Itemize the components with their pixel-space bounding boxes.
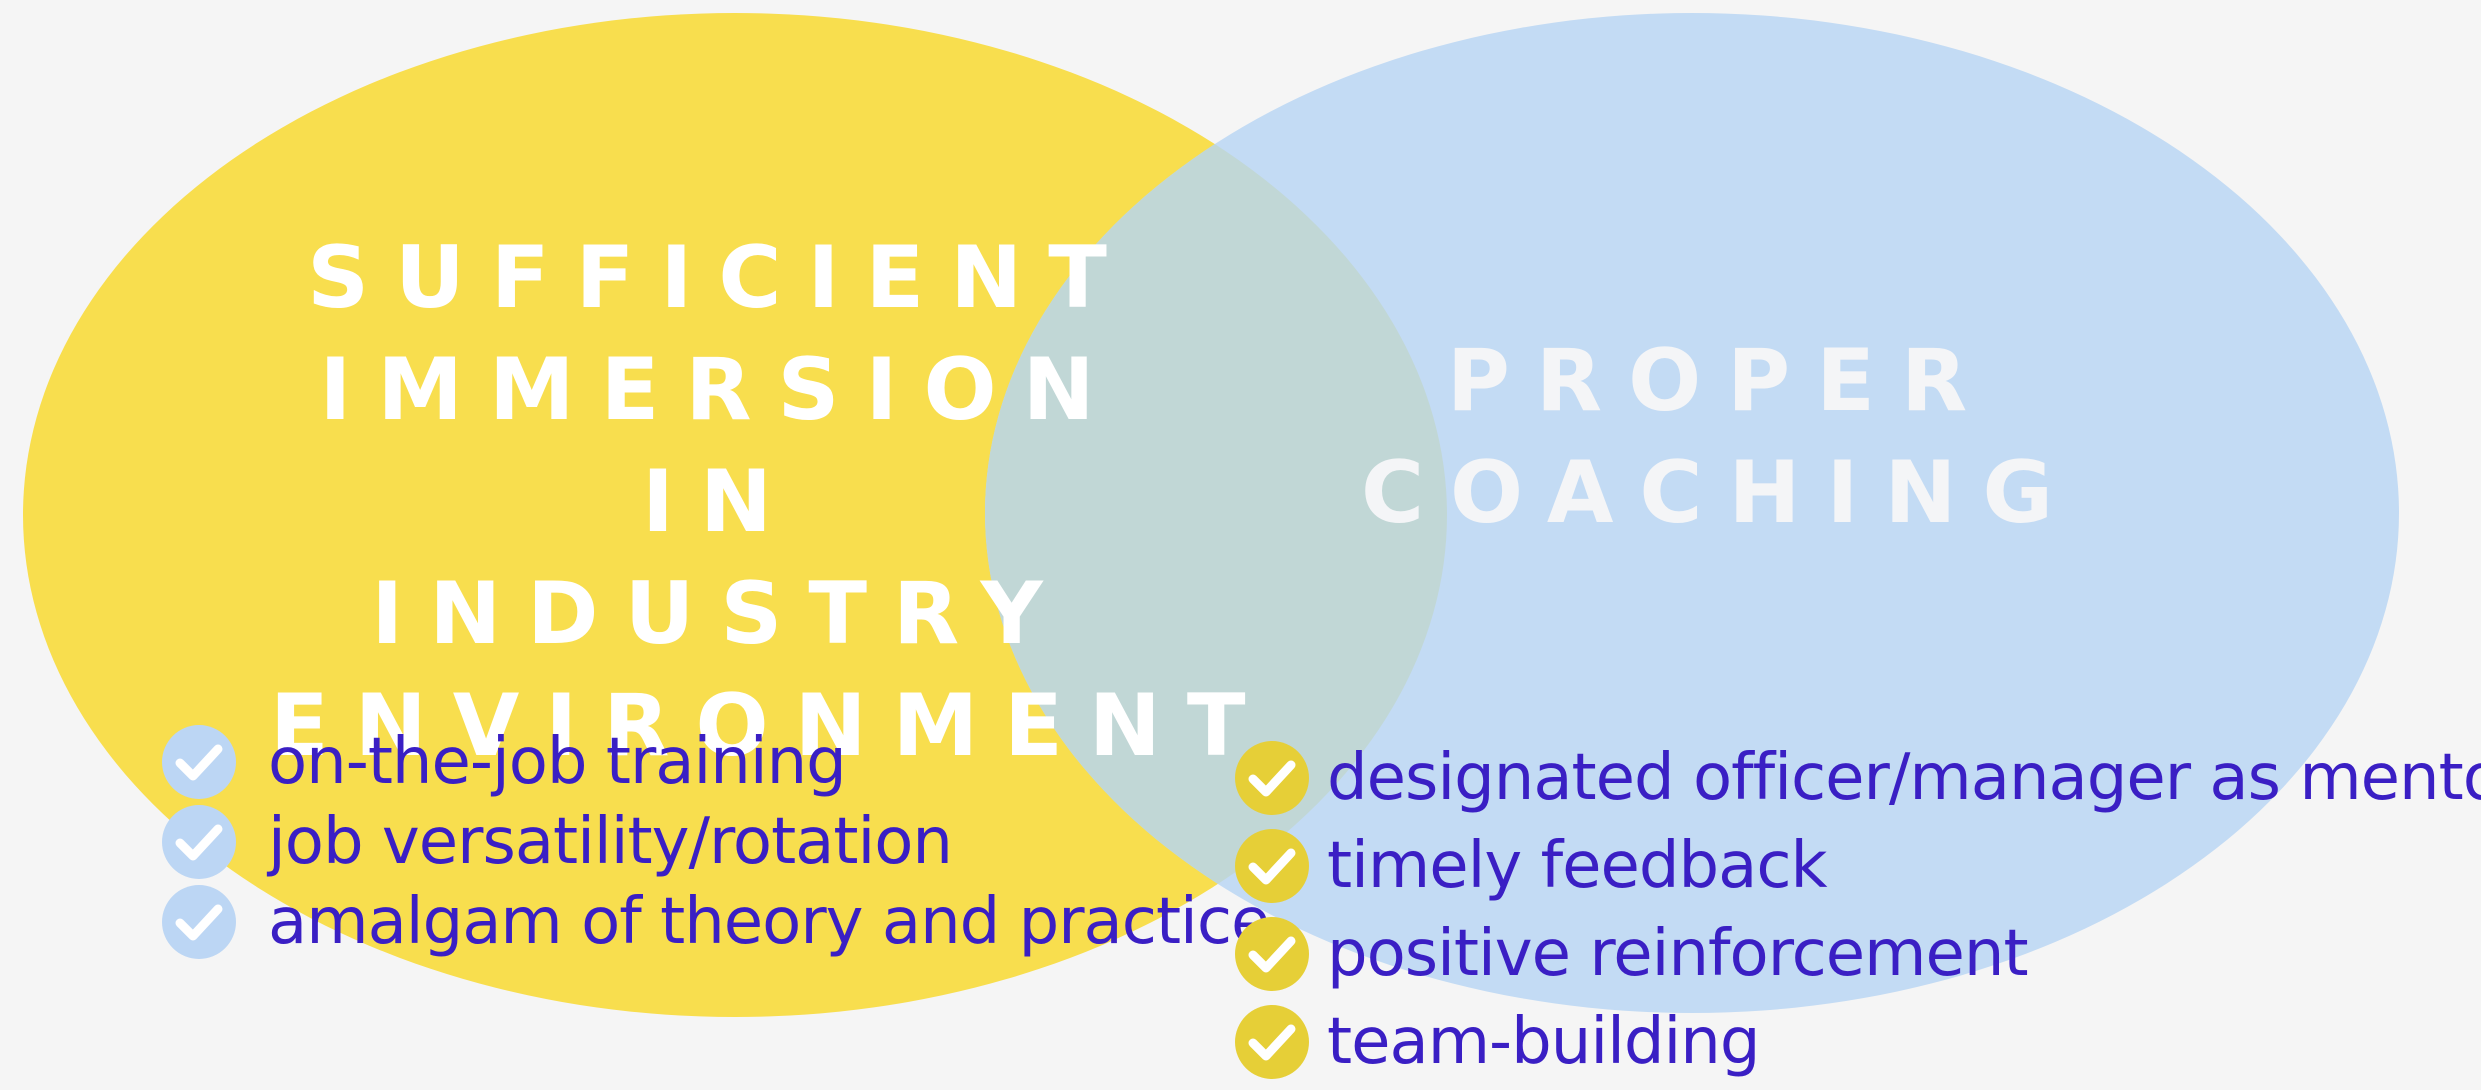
list-item-label: timely feedback bbox=[1327, 829, 1828, 903]
overlap-region bbox=[985, 13, 1447, 1013]
list-item-label: positive reinforcement bbox=[1327, 917, 2029, 991]
left-circle-title: SUFFICIENT IMMERSION IN INDUSTRY ENVIRON… bbox=[270, 228, 1272, 776]
check-icon bbox=[162, 725, 236, 799]
check-icon bbox=[1235, 741, 1309, 815]
check-icon bbox=[1235, 917, 1309, 991]
list-item-label: team-building bbox=[1327, 1005, 1760, 1079]
list-item-label: job versatility/rotation bbox=[268, 805, 953, 879]
right-circle-title: PROPER COACHING bbox=[1360, 331, 2080, 543]
list-item-label: amalgam of theory and practice bbox=[268, 885, 1270, 959]
check-icon bbox=[162, 805, 236, 879]
check-icon bbox=[162, 885, 236, 959]
check-icon bbox=[1235, 1005, 1309, 1079]
list-item-label: on-the-job training bbox=[268, 725, 847, 799]
list-item-label: designated officer/manager as mentor bbox=[1327, 741, 2481, 815]
check-icon bbox=[1235, 829, 1309, 903]
